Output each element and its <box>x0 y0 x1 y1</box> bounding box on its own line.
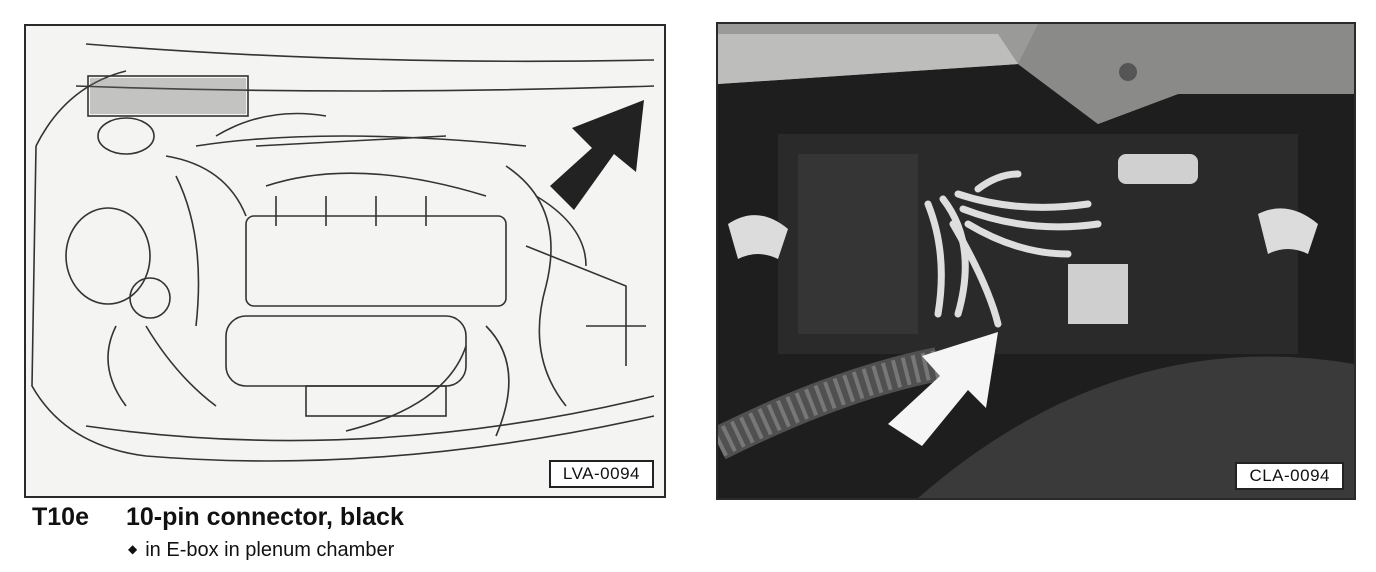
engine-line-art <box>31 43 655 462</box>
connector-location-text: in E-box in plenum chamber <box>145 539 395 561</box>
bullet-icon: ◆ <box>128 542 138 556</box>
e-box-photo: CLA-0094 <box>716 22 1356 500</box>
connector-title: 10-pin connector, black <box>126 503 404 531</box>
figure-id-right: CLA-0094 <box>1235 462 1344 490</box>
connector-code: T10e <box>32 503 89 531</box>
photo-art <box>718 24 1354 498</box>
arrow-icon <box>550 100 644 210</box>
arrow-icon <box>888 332 998 446</box>
figure-id-left: LVA-0094 <box>548 460 654 488</box>
connector-location: ◆ in E-box in plenum chamber <box>128 539 394 562</box>
engine-compartment-drawing: LVA-0094 <box>24 24 666 498</box>
